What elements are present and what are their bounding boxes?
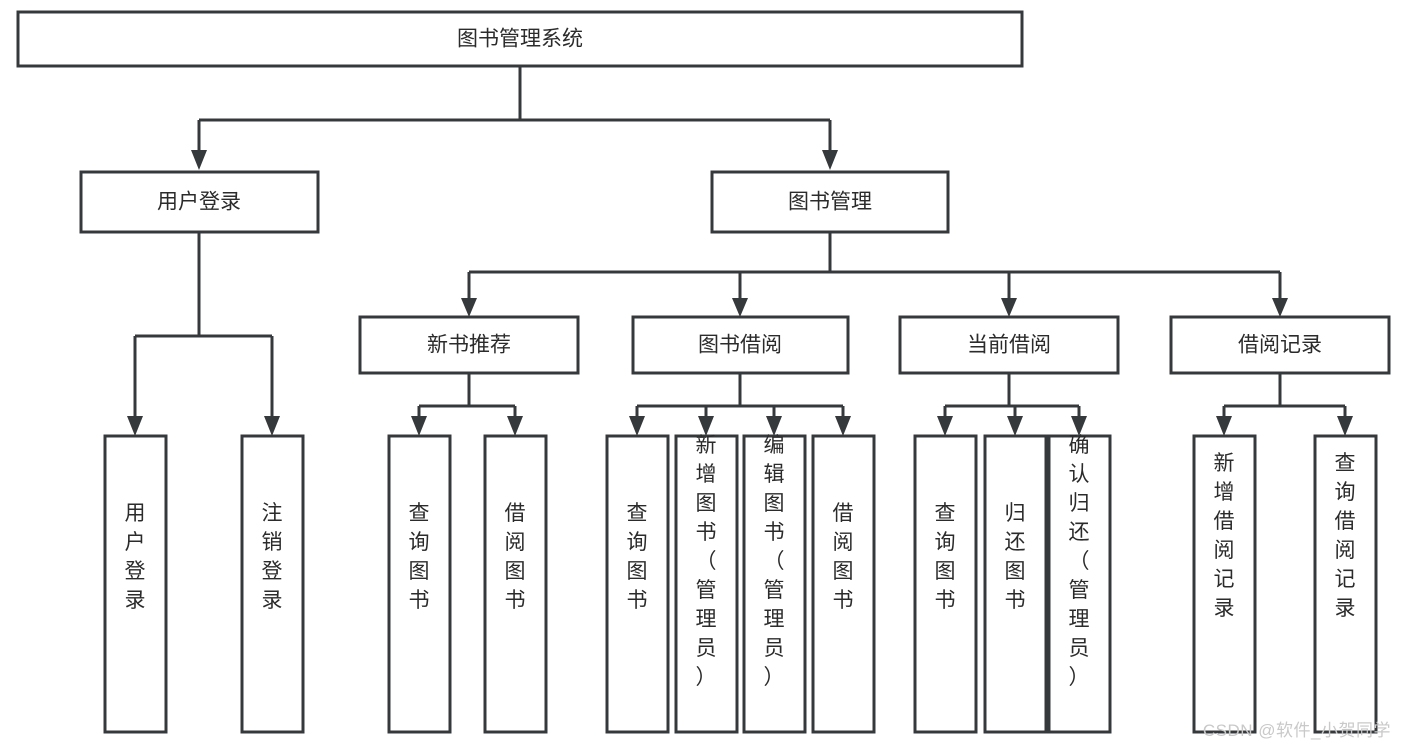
leaf-current-borrow-1[interactable]: 归还图书 bbox=[983, 434, 1048, 734]
arrow-record-leaf-0 bbox=[1216, 416, 1232, 436]
node-root-label: 图书管理系统 bbox=[457, 28, 583, 51]
leaf-new-book-0[interactable]: 查询图书 bbox=[387, 434, 452, 734]
leaf-book-borrow-3-label: 借阅图书 bbox=[833, 502, 854, 612]
leaf-borrow-record-0-label: 新增借阅记录 bbox=[1214, 452, 1235, 620]
leaf-borrow-record-0[interactable]: 新增借阅记录 bbox=[1192, 434, 1257, 734]
arrow-root-to-book-mgmt bbox=[822, 150, 838, 170]
leaf-book-borrow-0-label: 查询图书 bbox=[627, 502, 648, 612]
leaf-book-borrow-0[interactable]: 查询图书 bbox=[605, 434, 670, 734]
leaf-book-borrow-1-label: 新增图书（管理员） bbox=[696, 434, 717, 689]
leaf-current-borrow-1-label: 归还图书 bbox=[1005, 502, 1026, 612]
node-new-book-recommend-label: 新书推荐 bbox=[427, 334, 511, 357]
node-root[interactable]: 图书管理系统 bbox=[16, 10, 1024, 68]
arrow-borrow-leaf-3 bbox=[835, 416, 851, 436]
leaf-book-borrow-2[interactable]: 编辑图书（管理员） bbox=[742, 434, 807, 734]
csdn-watermark: CSDN @软件_小贺同学 bbox=[1202, 721, 1391, 740]
leaf-current-borrow-2-label: 确认归还（管理员） bbox=[1069, 434, 1090, 689]
arrow-user-login-leaf-0 bbox=[127, 416, 143, 436]
node-book-borrow-label: 图书借阅 bbox=[698, 334, 782, 357]
leaf-book-borrow-2-label: 编辑图书（管理员） bbox=[764, 434, 785, 689]
leaf-user-login-1[interactable]: 注销登录 bbox=[240, 434, 305, 734]
node-current-borrow[interactable]: 当前借阅 bbox=[898, 315, 1120, 375]
arrow-new-book-leaf-0 bbox=[411, 416, 427, 436]
node-user-login[interactable]: 用户登录 bbox=[79, 170, 320, 234]
leaf-current-borrow-0-label: 查询图书 bbox=[935, 502, 956, 612]
node-book-management[interactable]: 图书管理 bbox=[710, 170, 950, 234]
leaf-new-book-1-label: 借阅图书 bbox=[505, 502, 526, 612]
arrow-book-mgmt-to-current bbox=[1001, 298, 1017, 317]
leaf-borrow-record-1-label: 查询借阅记录 bbox=[1335, 452, 1356, 620]
arrow-record-leaf-1 bbox=[1337, 416, 1353, 436]
leaf-borrow-record-1[interactable]: 查询借阅记录 bbox=[1313, 434, 1378, 734]
node-borrow-record-label: 借阅记录 bbox=[1238, 334, 1322, 357]
node-borrow-record[interactable]: 借阅记录 bbox=[1169, 315, 1391, 375]
arrow-book-mgmt-to-borrow bbox=[732, 298, 748, 317]
node-book-management-label: 图书管理 bbox=[788, 191, 872, 214]
arrow-current-leaf-1 bbox=[1007, 416, 1023, 436]
leaf-new-book-1[interactable]: 借阅图书 bbox=[483, 434, 548, 734]
arrow-borrow-leaf-2 bbox=[766, 416, 782, 436]
arrow-book-mgmt-to-new-book bbox=[461, 298, 477, 317]
leaf-user-login-0[interactable]: 用户登录 bbox=[103, 434, 168, 734]
arrow-user-login-leaf-1 bbox=[264, 416, 280, 436]
arrow-borrow-leaf-1 bbox=[698, 416, 714, 436]
leaf-user-login-1-label: 注销登录 bbox=[262, 502, 283, 612]
node-new-book-recommend[interactable]: 新书推荐 bbox=[358, 315, 580, 375]
arrow-new-book-leaf-1 bbox=[507, 416, 523, 436]
arrow-current-leaf-0 bbox=[937, 416, 953, 436]
leaf-current-borrow-0[interactable]: 查询图书 bbox=[913, 434, 978, 734]
leaf-book-borrow-3[interactable]: 借阅图书 bbox=[811, 434, 876, 734]
arrow-borrow-leaf-0 bbox=[629, 416, 645, 436]
node-book-borrow[interactable]: 图书借阅 bbox=[631, 315, 850, 375]
leaf-book-borrow-1[interactable]: 新增图书（管理员） bbox=[674, 434, 739, 734]
leaf-user-login-0-label: 用户登录 bbox=[125, 502, 146, 612]
leaf-current-borrow-2[interactable]: 确认归还（管理员） bbox=[1047, 434, 1112, 734]
arrow-book-mgmt-to-record bbox=[1272, 298, 1288, 317]
node-current-borrow-label: 当前借阅 bbox=[967, 334, 1051, 357]
node-user-login-label: 用户登录 bbox=[157, 191, 241, 214]
arrow-root-to-user-login bbox=[191, 150, 207, 170]
connector-layer bbox=[127, 66, 1353, 436]
leaf-new-book-0-label: 查询图书 bbox=[409, 502, 430, 612]
arrow-current-leaf-2 bbox=[1071, 416, 1087, 436]
